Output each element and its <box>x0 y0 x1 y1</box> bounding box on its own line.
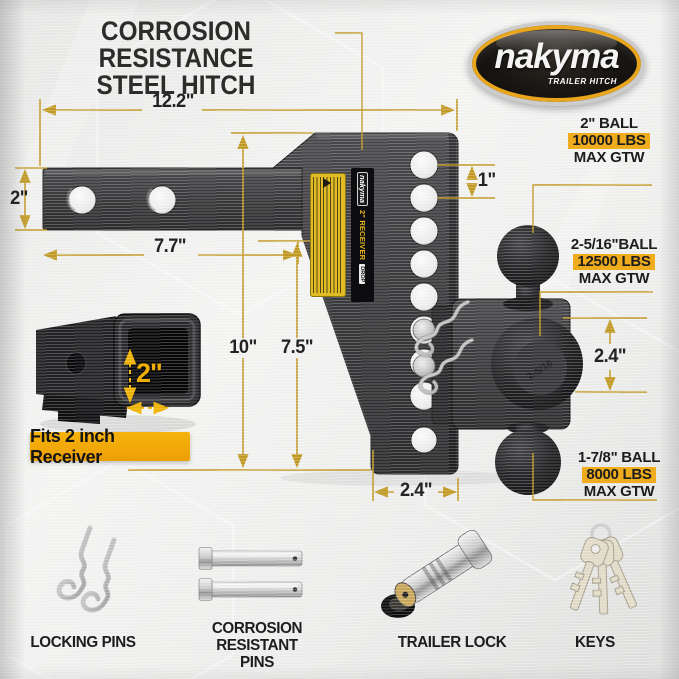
gtw-label: MAX GTW <box>573 149 645 166</box>
dim-base-width: 2.4" <box>399 480 433 501</box>
dim-hole-spacing: 1" <box>477 170 496 191</box>
receiver-caption-banner: Fits 2 inch Receiver <box>30 426 190 467</box>
ball-size-label: 1-7/8" BALL <box>577 449 661 466</box>
brand-logo: nakyma TRAILER HITCH <box>468 21 645 106</box>
dim-mount-section: 2.4" <box>593 346 627 367</box>
accessory-label-locking-pins: LOCKING PINS <box>30 634 136 651</box>
r-clip-pins <box>413 299 475 396</box>
warning-sticker <box>310 173 346 297</box>
gtw-label: MAX GTW <box>578 270 650 287</box>
dim-total-width: 12.2" <box>152 91 194 112</box>
corrosion-resistant-pins-icon <box>198 547 303 601</box>
sticker-receiver-text: 2" RECEIVER <box>358 209 367 261</box>
accessory-label-corrosion-pins: CORROSION RESISTANT PINS <box>211 620 303 671</box>
sticker-brand: nakyma <box>357 172 368 206</box>
receiver-illustration <box>36 313 201 424</box>
ball-2-inch <box>497 225 559 287</box>
ball-size-label: 2-5/16"BALL <box>570 236 658 253</box>
dim-drop-inner: 7.5" <box>280 337 314 358</box>
capacity-badge: 8000 LBS <box>582 467 656 483</box>
dim-shank-length: 7.7" <box>153 236 187 257</box>
dim-drop-outer: 10" <box>229 337 257 358</box>
dim-shank-height: 2" <box>10 188 28 209</box>
brand-tagline: TRAILER HITCH <box>547 77 617 86</box>
keys-icon <box>569 523 638 615</box>
spec-ball-2-5-16in: 2-5/16"BALL 12500 LBS MAX GTW <box>558 236 670 287</box>
dimension-lines <box>15 32 657 501</box>
ball-1-7-8-inch <box>495 429 561 495</box>
product-sticker: nakyma 2" RECEIVER DROP <box>351 168 374 302</box>
capacity-badge: 12500 LBS <box>573 254 655 270</box>
brand-name: nakyma <box>494 37 619 76</box>
spec-ball-1-7-8in: 1-7/8" BALL 8000 LBS MAX GTW <box>563 449 675 500</box>
title-line-1: CORROSION RESISTANCE <box>98 16 254 73</box>
hitch-shank <box>42 167 336 231</box>
title-line-2: STEEL HITCH <box>96 70 256 100</box>
accessory-label-trailer-lock: TRAILER LOCK <box>397 634 507 651</box>
trailer-lock-icon <box>381 529 493 618</box>
gtw-label: MAX GTW <box>583 483 655 500</box>
capacity-badge: 10000 LBS <box>568 133 650 149</box>
spec-ball-2in: 2" BALL 10000 LBS MAX GTW <box>553 115 665 166</box>
receiver-size-label: 2" <box>136 358 163 388</box>
accessory-label-keys: KEYS <box>575 634 615 651</box>
page-title: CORROSION RESISTANCE STEEL HITCH <box>27 18 326 99</box>
warning-icon <box>323 178 331 188</box>
receiver-caption: Fits 2 inch Receiver <box>30 425 115 467</box>
ball-size-label: 2" BALL <box>580 115 638 132</box>
locking-pins-icon <box>56 525 117 613</box>
sticker-drop-text: DROP <box>359 264 366 285</box>
